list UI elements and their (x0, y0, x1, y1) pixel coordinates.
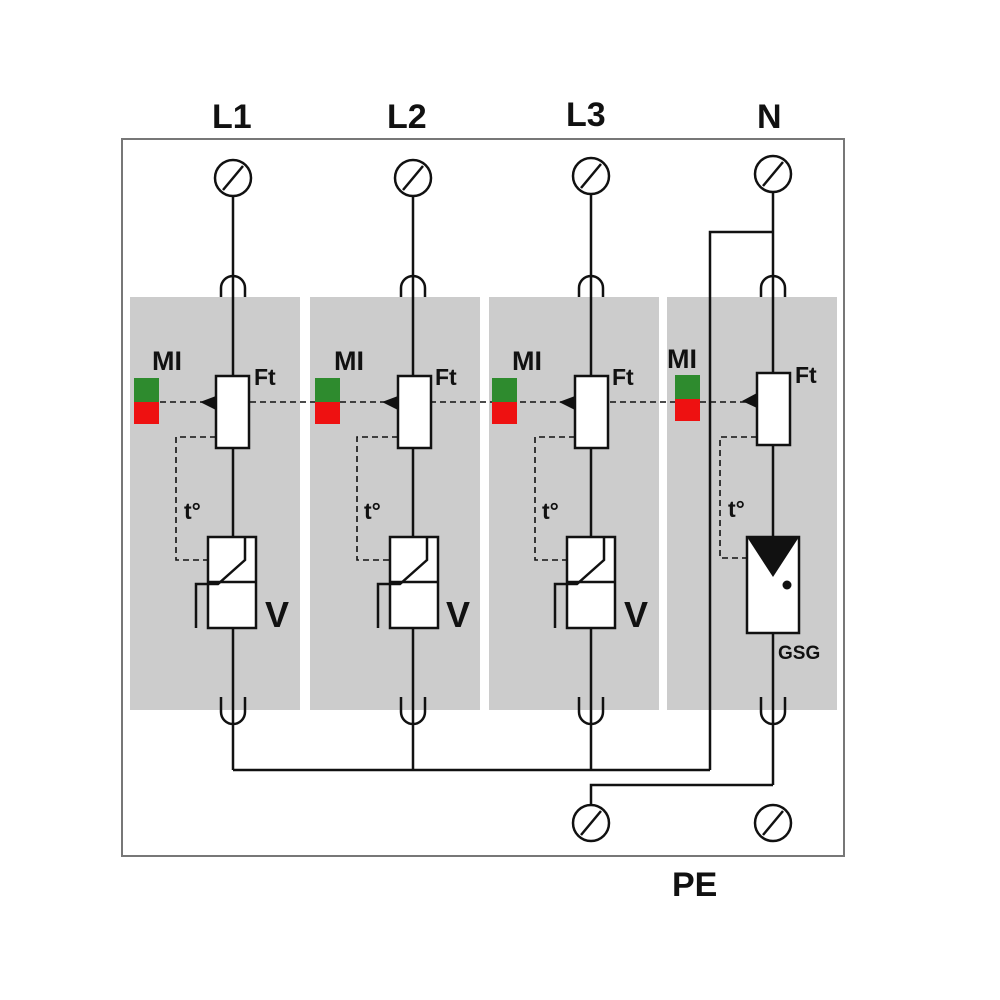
indicator-ok-n (675, 375, 700, 399)
fuse-label-n: Ft (795, 362, 817, 388)
fuse-n (755, 371, 792, 447)
terminal-label-l1: L1 (212, 98, 252, 136)
terminal-label-pe: PE (672, 866, 718, 904)
enclosure-outline (121, 138, 845, 857)
component-label-n: GSG (778, 643, 821, 664)
module-l2-background (310, 297, 480, 710)
indicator-ok-l1 (134, 378, 159, 402)
fuse-label-l3: Ft (612, 364, 634, 390)
terminal-label-l2: L2 (387, 98, 427, 136)
plug-top-l1 (219, 274, 247, 297)
plug-top-l2 (399, 274, 427, 297)
indicator-fault-n (675, 399, 700, 421)
plug-bottom-l1 (219, 697, 247, 726)
plug-bottom-l2 (399, 697, 427, 726)
module-l1-background (130, 297, 300, 710)
fuse-label-l2: Ft (435, 364, 457, 390)
thermal-link-n (719, 436, 757, 559)
thermal-label-l3: t° (542, 498, 559, 524)
n-bypass-wire (708, 230, 773, 770)
component-label-l1: V (265, 594, 290, 635)
trigger-arrow-l3 (559, 396, 575, 410)
plug-bottom-l3 (577, 697, 605, 726)
terminal-l3-screw (571, 156, 611, 196)
mi-label-l1: MI (152, 346, 182, 376)
fuse-l3 (573, 374, 610, 450)
indicator-fault-l3 (492, 402, 517, 424)
trigger-arrow-l1 (200, 396, 216, 410)
terminal-pe-screw-2 (753, 803, 793, 843)
terminal-l1-screw (213, 158, 253, 198)
terminal-label-l3: L3 (566, 96, 606, 134)
component-label-l2: V (446, 594, 471, 635)
spark-gap-n (745, 535, 801, 635)
thermal-label-l1: t° (184, 498, 201, 524)
varistor-l3 (553, 535, 617, 630)
mi-label-l2: MI (334, 346, 364, 376)
trigger-arrow-n (742, 393, 757, 408)
indicator-ok-l2 (315, 378, 340, 402)
indicator-fault-l2 (315, 402, 340, 424)
varistor-l2 (376, 535, 440, 630)
terminal-label-n: N (757, 98, 782, 136)
plug-top-l3 (577, 274, 605, 297)
component-label-l3: V (624, 594, 649, 635)
plug-top-n (759, 274, 787, 297)
terminal-pe-screw-1 (571, 803, 611, 843)
fuse-l1 (214, 374, 251, 450)
indicator-ok-l3 (492, 378, 517, 402)
terminal-n-screw (753, 154, 793, 194)
mi-label-n: MI (667, 344, 697, 374)
n-to-pe-wire (589, 783, 773, 805)
thermal-label-n: t° (728, 496, 745, 522)
fuse-label-l1: Ft (254, 364, 276, 390)
indicator-fault-l1 (134, 402, 159, 424)
varistor-l1 (194, 535, 258, 630)
fuse-l2 (396, 374, 433, 450)
plug-bottom-n (759, 697, 787, 726)
module-l3-background (489, 297, 659, 710)
thermal-link-l1 (175, 436, 216, 561)
thermal-label-l2: t° (364, 498, 381, 524)
module-n-background (667, 297, 837, 710)
mi-label-l3: MI (512, 346, 542, 376)
terminal-l2-screw (393, 158, 433, 198)
trigger-arrow-l2 (382, 396, 398, 410)
thermal-link-l3 (534, 436, 575, 561)
thermal-link-l2 (356, 436, 398, 561)
